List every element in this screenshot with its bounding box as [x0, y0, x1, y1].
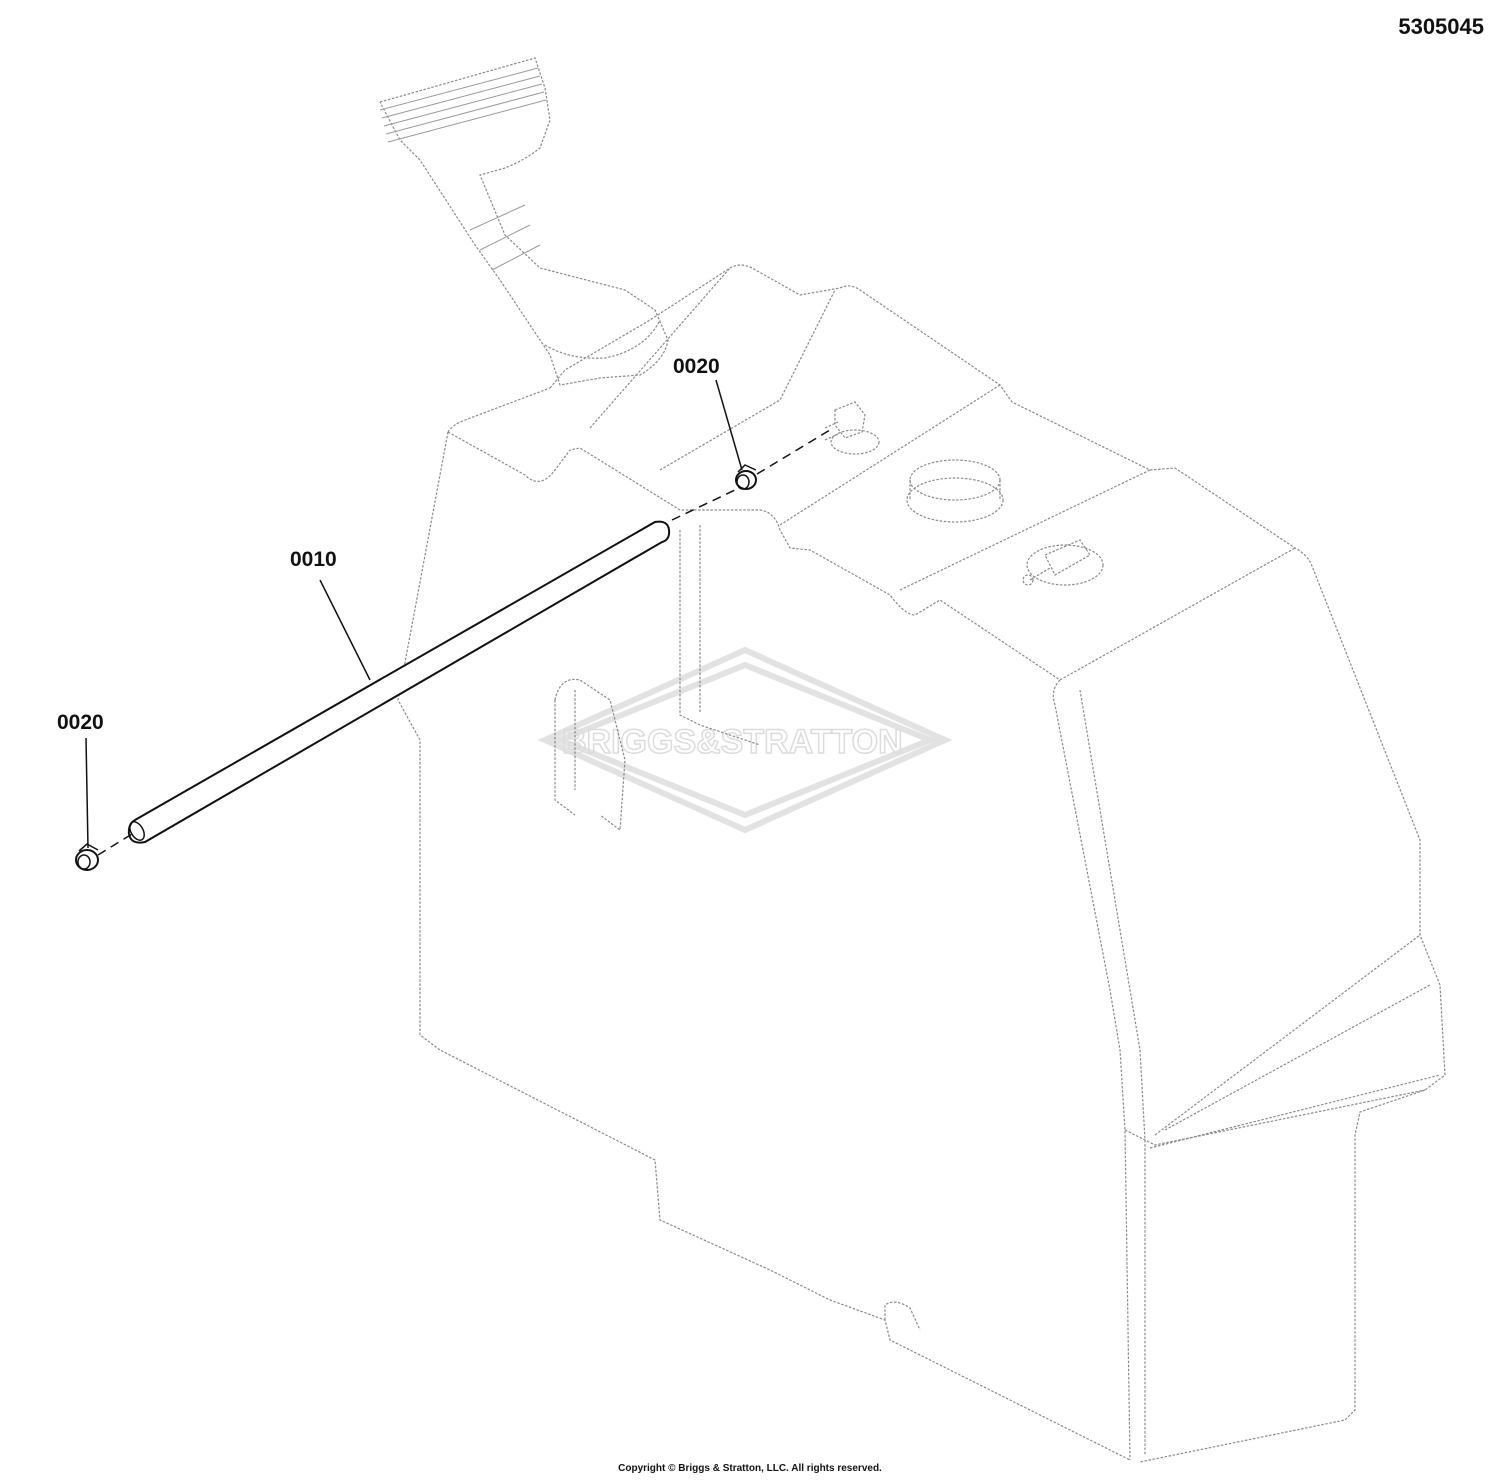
fuel-tank [379, 57, 1446, 1463]
assembly-line-clamp-fitting [756, 429, 831, 475]
callout-0020-upper: 0020 [673, 355, 720, 378]
hose-clamp-upper [735, 464, 757, 490]
brand-watermark: BRIGGS&STRATTON [537, 646, 953, 834]
leader-line-0020-lower [85, 737, 89, 849]
document-number: 5305045 [1398, 14, 1484, 39]
leader-line-0010 [319, 579, 371, 681]
vent-valve [1022, 539, 1104, 586]
callout-0010: 0010 [290, 548, 337, 571]
leader-line-0020-upper [715, 379, 743, 471]
assembly-line-lower-clamp [97, 833, 133, 856]
hose-clamp-lower [75, 843, 99, 871]
copyright-notice: Copyright © Briggs & Stratton, LLC. All … [618, 1463, 882, 1474]
fuel-fitting [824, 401, 880, 455]
fuel-cap [906, 459, 1004, 523]
watermark-text: BRIGGS&STRATTON [562, 723, 903, 761]
callout-0020-lower: 0020 [57, 711, 104, 734]
fuel-hose [127, 520, 671, 844]
assembly-line-hose-clamp [671, 489, 736, 521]
